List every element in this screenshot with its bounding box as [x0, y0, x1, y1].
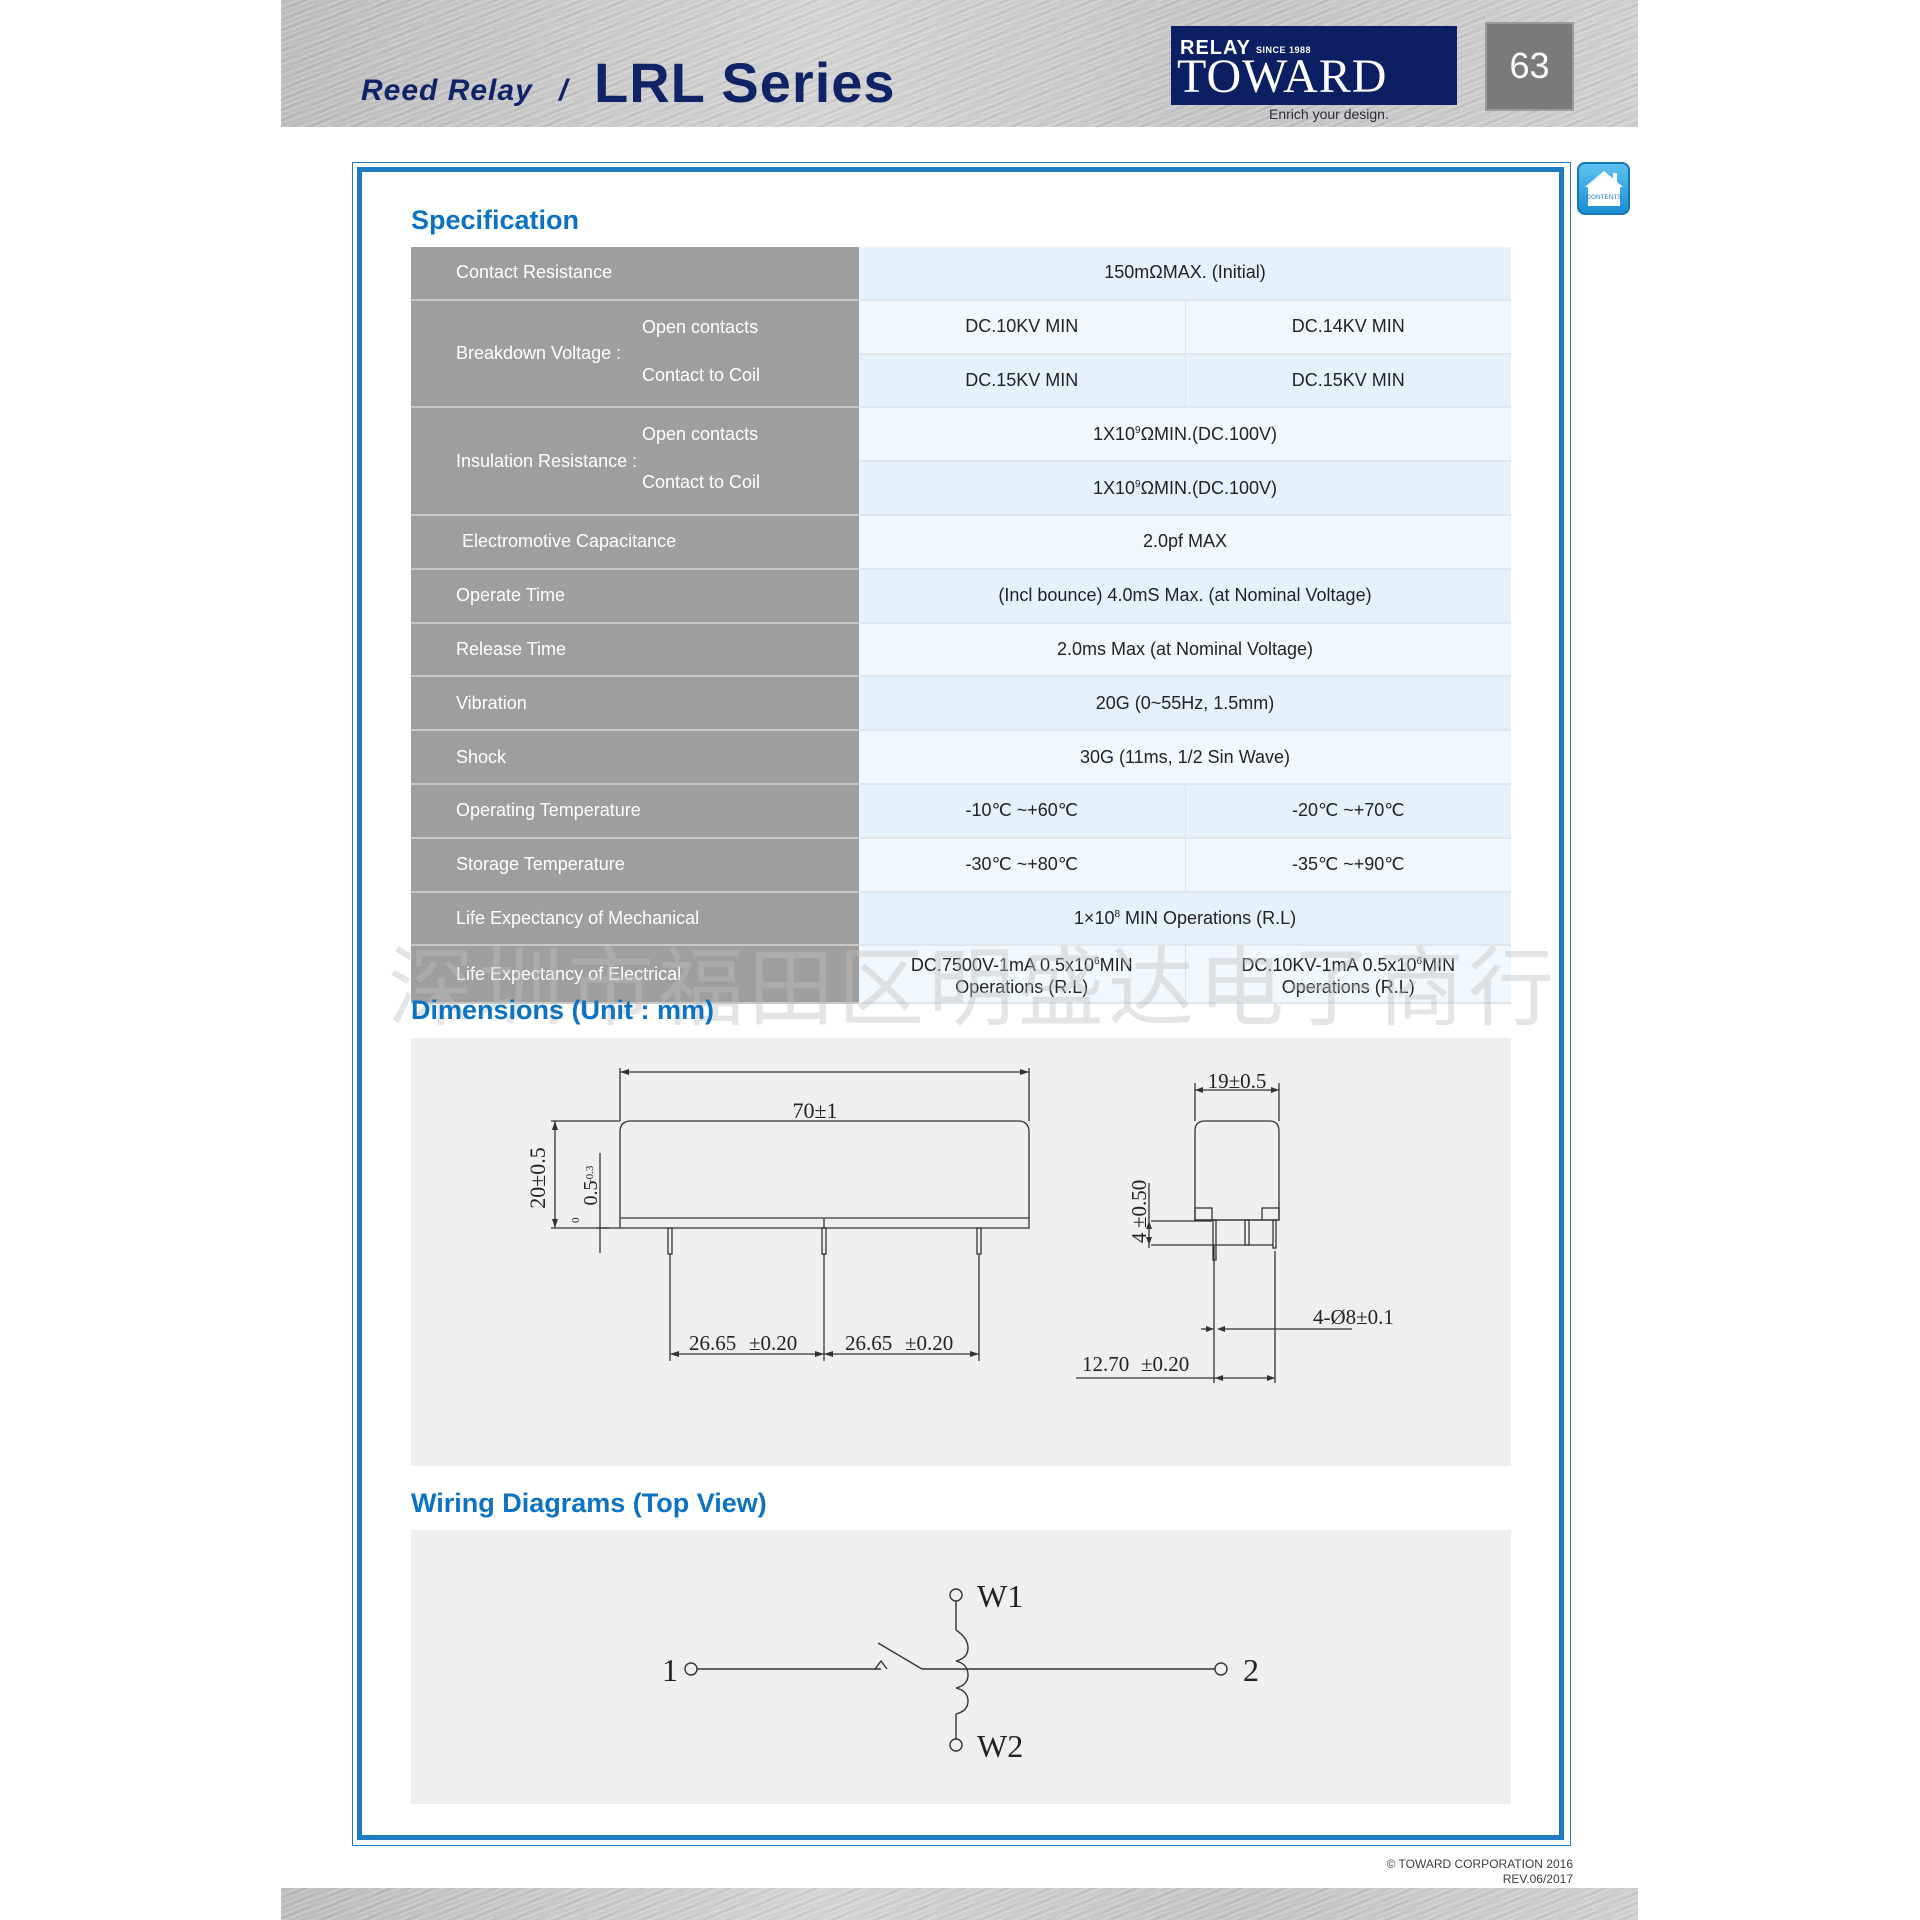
spec-value: 150mΩMAX. (Initial): [859, 247, 1511, 301]
terminal-w1-label: W1: [977, 1578, 1023, 1614]
table-row: Life Expectancy of Electrical DC.7500V-1…: [411, 945, 1511, 1005]
svg-text:±0.20: ±0.20: [905, 1331, 953, 1355]
table-row: Operate Time (Incl bounce) 4.0mS Max. (a…: [411, 568, 1511, 624]
spec-value: DC.14KV MIN: [1185, 299, 1511, 355]
specification-table: Contact Resistance 150mΩMAX. (Initial) B…: [411, 247, 1511, 1005]
logo-tagline: Enrich your design.: [1269, 106, 1389, 122]
logo-brand-text: TOWARD: [1177, 50, 1388, 103]
page-footer-band: [281, 1888, 1638, 1920]
spec-value: DC.10KV MIN: [859, 299, 1186, 355]
spec-label: Operating Temperature: [411, 783, 859, 839]
home-icon: CONTENTS: [1585, 171, 1623, 206]
section-title-specification: Specification: [411, 205, 580, 235]
svg-text:12.70: 12.70: [1082, 1352, 1129, 1376]
spec-label: Electromotive Capacitance: [411, 514, 859, 570]
spec-label: Release Time: [411, 622, 859, 678]
page-number-box: [1485, 22, 1574, 111]
svg-text:0: 0: [570, 1217, 582, 1223]
svg-text:-0.3: -0.3: [584, 1165, 596, 1183]
footer-revision: REV.06/2017: [1502, 1872, 1573, 1886]
spec-sub-label: Contact to Coil: [642, 364, 761, 385]
spec-value: 1X109ΩMIN.(DC.100V): [859, 461, 1511, 516]
table-row: Insulation Resistance : Open contacts Co…: [411, 407, 1511, 516]
product-category: Reed Relay: [361, 74, 533, 107]
spec-sub-label: Open contacts: [642, 424, 759, 445]
spec-value: 30G (11ms, 1/2 Sin Wave): [859, 730, 1511, 785]
spec-label: Contact Resistance: [411, 247, 859, 301]
spec-label: Operate Time: [411, 568, 859, 624]
spec-value: -10℃ ~+60℃: [859, 783, 1186, 839]
spec-value: 2.0pf MAX: [859, 514, 1511, 570]
svg-text:±0.20: ±0.20: [749, 1331, 797, 1355]
table-row: Electromotive Capacitance 2.0pf MAX: [411, 514, 1511, 570]
spec-value: 2.0ms Max (at Nominal Voltage): [859, 622, 1511, 678]
spec-value: 1X109ΩMIN.(DC.100V): [859, 407, 1511, 463]
svg-text:70±1: 70±1: [792, 1098, 837, 1123]
svg-text:19±0.5: 19±0.5: [1208, 1069, 1267, 1093]
toward-logo: [1171, 26, 1457, 105]
spec-value: DC.15KV MIN: [859, 353, 1186, 409]
dimension-drawing: 70±1 20±0.5 0.5 0 -0.3 26.65 ±0.20 26.65…: [525, 1068, 1394, 1383]
spec-label: Shock: [411, 730, 859, 785]
spec-value: 20G (0~55Hz, 1.5mm): [859, 676, 1511, 732]
terminal-2-label: 2: [1243, 1652, 1259, 1688]
table-row: DC.15KV MIN DC.15KV MIN: [411, 353, 1511, 409]
wiring-diagram: 1 2 W1 W2: [662, 1578, 1259, 1764]
section-title-wiring: Wiring Diagrams (Top View): [411, 1488, 767, 1518]
spec-label-text: Insulation Resistance :: [456, 450, 638, 471]
spec-label: Breakdown Voltage : Open contacts Contac…: [411, 299, 859, 409]
table-row: Life Expectancy of Mechanical 1×108 MIN …: [411, 891, 1511, 947]
footer-copyright: © TOWARD CORPORATION 2016: [1386, 1857, 1573, 1871]
svg-text:4: 4: [1127, 1232, 1151, 1243]
table-row: Contact Resistance 150mΩMAX. (Initial): [411, 247, 1511, 301]
spec-label: Life Expectancy of Electrical: [411, 945, 859, 1005]
table-row: Breakdown Voltage : Open contacts Contac…: [411, 299, 1511, 409]
spec-label: Insulation Resistance : Open contacts Co…: [411, 407, 859, 516]
content-frame-outer: [352, 162, 1571, 1846]
spec-value: -20℃ ~+70℃: [1185, 783, 1511, 839]
page-title: LRL Series: [594, 51, 896, 114]
svg-text:±0.50: ±0.50: [1127, 1180, 1151, 1228]
svg-text:±0.20: ±0.20: [1141, 1352, 1189, 1376]
spec-label-text: Breakdown Voltage :: [456, 343, 622, 364]
table-row: Vibration 20G (0~55Hz, 1.5mm): [411, 676, 1511, 732]
spec-value: 1×108 MIN Operations (R.L): [859, 891, 1511, 947]
table-row: Operating Temperature -10℃ ~+60℃ -20℃ ~+…: [411, 783, 1511, 839]
dimensions-drawing-panel: 70±1 20±0.5 0.5 0 -0.3 26.65 ±0.20 26.65…: [411, 1038, 1511, 1466]
table-row: 1X109ΩMIN.(DC.100V): [411, 461, 1511, 516]
spec-label: Life Expectancy of Mechanical: [411, 891, 859, 947]
svg-text:4-Ø8±0.1: 4-Ø8±0.1: [1313, 1305, 1394, 1329]
spec-value: -35℃ ~+90℃: [1185, 837, 1511, 893]
svg-text:20±0.5: 20±0.5: [525, 1147, 550, 1209]
table-row: Storage Temperature -30℃ ~+80℃ -35℃ ~+90…: [411, 837, 1511, 893]
terminal-1-label: 1: [662, 1652, 678, 1688]
svg-text:26.65: 26.65: [689, 1331, 736, 1355]
spec-value: (Incl bounce) 4.0mS Max. (at Nominal Vol…: [859, 568, 1511, 624]
spec-sub-label: Contact to Coil: [642, 472, 761, 493]
section-title-dimensions: Dimensions (Unit : mm): [411, 995, 715, 1025]
contents-label: CONTENTS: [1586, 194, 1622, 201]
contents-home-button[interactable]: CONTENTS: [1577, 162, 1630, 215]
logo-relay-text: RELAY: [1180, 37, 1251, 59]
wiring-diagram-panel: 1 2 W1 W2: [411, 1530, 1511, 1804]
spec-sub-label: Open contacts: [642, 316, 759, 337]
table-row: Shock 30G (11ms, 1/2 Sin Wave): [411, 730, 1511, 785]
spec-value: DC.15KV MIN: [1185, 353, 1511, 409]
terminal-w2-label: W2: [977, 1728, 1023, 1764]
svg-text:26.65: 26.65: [845, 1331, 892, 1355]
logo-since-text: SINCE 1988: [1256, 45, 1312, 55]
spec-label: Vibration: [411, 676, 859, 732]
table-row: Release Time 2.0ms Max (at Nominal Volta…: [411, 622, 1511, 678]
spec-label: Storage Temperature: [411, 837, 859, 893]
spec-value: -30℃ ~+80℃: [859, 837, 1186, 893]
page-number: 63: [1509, 45, 1550, 86]
title-separator: /: [559, 74, 568, 107]
content-frame: [357, 167, 1564, 1840]
svg-text:0.5: 0.5: [580, 1181, 602, 1206]
